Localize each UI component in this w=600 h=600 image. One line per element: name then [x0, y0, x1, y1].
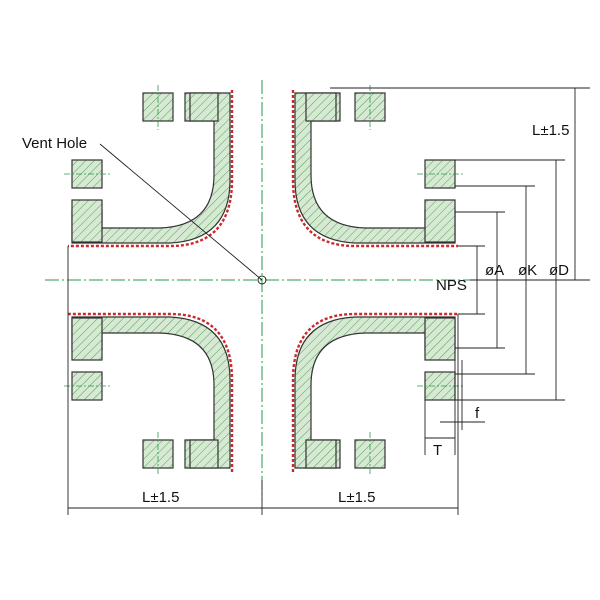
vent-hole-marker — [257, 275, 267, 285]
quadrant-top-left — [68, 90, 234, 248]
bottom-left-flange-upper-left — [71, 317, 103, 361]
top-right-liner — [291, 90, 458, 248]
quadrant-bottom-left — [68, 312, 234, 472]
top-left-liner — [68, 90, 234, 248]
t-label: T — [433, 442, 442, 459]
l-left-label: L±1.5 — [142, 489, 179, 506]
bottom-dimensions: L±1.5 L±1.5 — [67, 246, 459, 515]
vent-hole-label: Vent Hole — [22, 135, 87, 152]
bottom-right-liner — [291, 312, 458, 472]
right-dimensions: L±1.5 øD øK øA NPS — [330, 87, 590, 401]
l-top-label: L±1.5 — [532, 122, 569, 139]
top-left-flange-upper-right — [189, 92, 219, 122]
f-label: f — [475, 405, 480, 422]
bottom-left-liner — [68, 312, 234, 472]
centerlines — [45, 80, 470, 500]
top-left-flange-lower-left — [71, 199, 103, 243]
vent-hole-leader — [99, 143, 263, 281]
bottom-left-flange-lower-right — [189, 439, 219, 469]
vent-hole-callout: Vent Hole — [22, 135, 267, 285]
top-right-flange-upper-left — [305, 92, 337, 122]
dia-k-label: øK — [518, 262, 537, 279]
thickness-dimensions: T f — [424, 360, 485, 459]
dia-a-label: øA — [485, 262, 504, 279]
bottom-right-flange-upper-right — [424, 317, 456, 361]
dia-d-label: øD — [549, 262, 569, 279]
nps-label: NPS — [436, 277, 467, 294]
quadrant-top-right — [291, 90, 458, 248]
bottom-right-flange-lower-left — [305, 439, 337, 469]
l-right-label: L±1.5 — [338, 489, 375, 506]
top-right-flange-lower-right — [424, 199, 456, 243]
